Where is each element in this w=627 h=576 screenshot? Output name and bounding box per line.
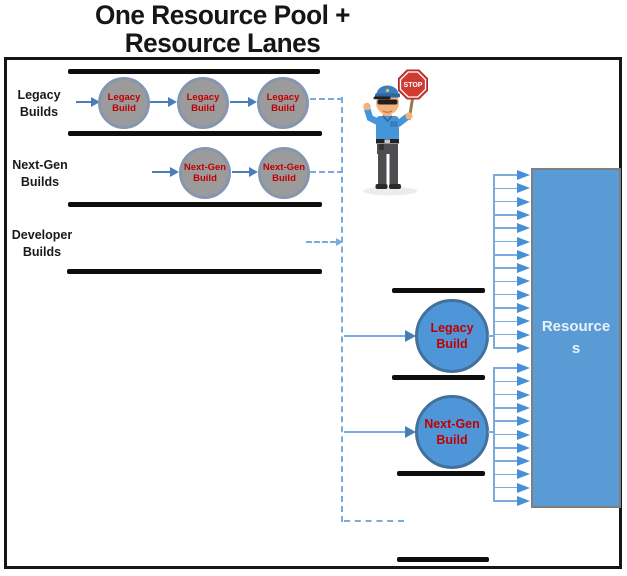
feed-legacy-arrow-10: [494, 289, 530, 300]
resources-label-line1: Resource: [541, 318, 611, 335]
pool-line-4: [397, 557, 489, 562]
feed-legacy-arrow-3: [494, 196, 530, 207]
feed-legacy-arrow-1: [494, 170, 530, 180]
dashed-developer-out: [306, 241, 336, 243]
arrow-into-nextgen-1: [152, 167, 179, 177]
lane-line-top: [68, 69, 320, 74]
lane-line-legacy-bottom: [68, 131, 322, 136]
arrow-into-legacy-1: [76, 97, 100, 107]
arrow-legacy-1-2: [150, 97, 177, 107]
dashed-bottom-out: [344, 520, 404, 522]
feed-bracket-legacy: [493, 174, 495, 349]
dashed-nextgen-out: [310, 171, 343, 173]
feed-legacy-arrow-14: [494, 342, 530, 353]
resources-label-line2: s: [571, 340, 581, 357]
feed-nextgen-arrow-4: [494, 402, 530, 413]
lane-label-developer-line2: Builds: [22, 245, 62, 259]
feed-legacy-arrow-12: [494, 316, 530, 327]
officer-right-hand: [405, 112, 413, 120]
arrow-nextgen-1-2: [232, 167, 258, 177]
feed-legacy-arrow-2: [494, 183, 530, 194]
dashed-legacy-out: [310, 98, 343, 100]
feed-legacy-arrow-11: [494, 303, 530, 313]
pool-line-1: [392, 288, 485, 293]
lane-label-nextgen-line2: Builds: [20, 175, 60, 189]
feed-legacy-arrow-4: [494, 209, 530, 220]
officer-cap-visor: [373, 96, 391, 100]
officer-torso: [376, 112, 399, 150]
lane-line-developer-bottom: [67, 269, 322, 274]
pool-line-2: [392, 375, 485, 380]
officer-legs: [375, 144, 401, 189]
page-title-line2: Resource Lanes: [124, 28, 321, 58]
officer-head: [373, 85, 400, 115]
conn-nextgen-bracket: [488, 431, 495, 433]
officer-shadow: [363, 186, 417, 196]
lane-label-nextgen-builds: Next-Gen Builds: [5, 157, 75, 191]
feed-legacy-arrow-5: [494, 223, 530, 234]
svg-text:STOP: STOP: [404, 82, 423, 89]
lane-label-nextgen-line1: Next-Gen: [12, 158, 68, 172]
officer-right-arm: [394, 113, 411, 128]
police-officer-illustration: STOP: [363, 69, 428, 196]
stop-sign-icon: STOP: [398, 69, 428, 121]
feed-bracket-nextgen: [493, 367, 495, 502]
feed-legacy-arrow-7: [494, 249, 530, 260]
lane-label-developer-builds: Developer Builds: [5, 227, 79, 261]
officer-sunglasses: [377, 99, 398, 105]
dashed-merge-vertical: [341, 97, 343, 522]
lane-label-developer-line1: Developer: [11, 228, 73, 242]
feed-nextgen-arrow-8: [494, 456, 530, 467]
feed-nextgen-arrow-1: [494, 363, 530, 373]
feed-legacy-arrow-8: [494, 263, 530, 274]
officer-left-hand: [363, 102, 371, 111]
pool-line-3: [397, 471, 485, 476]
officer-badge: [385, 88, 390, 93]
feed-nextgen-arrow-3: [494, 389, 530, 400]
arrow-into-pool-legacy: [344, 330, 416, 342]
feed-nextgen-arrow-6: [494, 429, 530, 440]
lane-label-legacy-builds: Legacy Builds: [8, 87, 70, 121]
feed-nextgen-arrow-5: [494, 416, 530, 427]
page-title-line1: One Resource Pool +: [95, 0, 350, 30]
lane-label-legacy-line1: Legacy: [17, 88, 61, 102]
feed-nextgen-arrow-10: [494, 482, 530, 493]
feed-legacy-arrow-9: [494, 276, 530, 287]
lane-label-legacy-line2: Builds: [19, 105, 59, 119]
feed-nextgen-arrow-7: [494, 442, 530, 453]
dashed-developer-arrowhead: [336, 238, 343, 246]
feed-nextgen-arrow-9: [494, 469, 530, 480]
feed-nextgen-arrow-11: [494, 496, 530, 506]
arrow-legacy-2-3: [230, 97, 257, 107]
feed-legacy-arrow-6: [494, 236, 530, 247]
resources-pool-box: Resource s: [531, 168, 621, 508]
lane-line-nextgen-bottom: [68, 202, 322, 207]
arrow-into-pool-nextgen: [344, 426, 416, 438]
conn-legacy-bracket: [488, 335, 495, 337]
feed-nextgen-arrow-2: [494, 376, 530, 387]
feed-legacy-arrow-13: [494, 329, 530, 340]
page-title: One Resource Pool + Resource Lanes: [7, 1, 439, 57]
